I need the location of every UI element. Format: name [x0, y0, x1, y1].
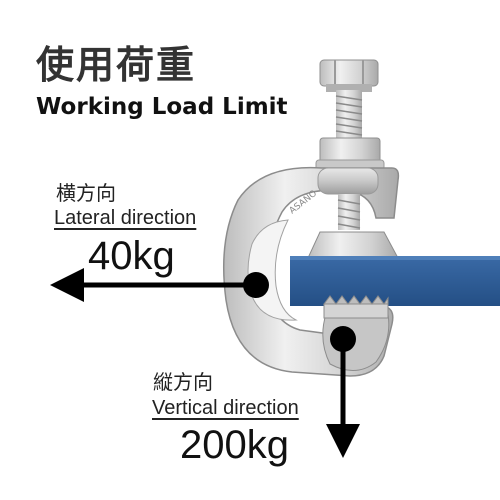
lateral-label-english: Lateral direction	[54, 207, 197, 229]
threaded-rod	[335, 90, 363, 138]
serrated-jaw	[323, 295, 389, 319]
vertical-label-japanese: 縦方向	[153, 370, 213, 394]
vertical-load-value: 200kg	[180, 423, 289, 467]
lock-nut	[315, 137, 385, 171]
lateral-load-value: 40kg	[88, 234, 175, 278]
pressure-pad	[307, 231, 399, 259]
lateral-label-japanese: 横方向	[56, 181, 116, 205]
vertical-arrow-icon	[326, 326, 360, 458]
bolt-head	[319, 59, 379, 92]
lateral-arrow-icon	[50, 268, 269, 302]
steel-beam	[290, 256, 500, 306]
title-english: Working Load Limit	[36, 94, 288, 120]
vertical-label-english: Vertical direction	[152, 397, 299, 419]
title-japanese: 使用荷重	[36, 43, 197, 87]
beam-highlight	[290, 256, 500, 260]
lower-rod-threads	[337, 199, 361, 229]
